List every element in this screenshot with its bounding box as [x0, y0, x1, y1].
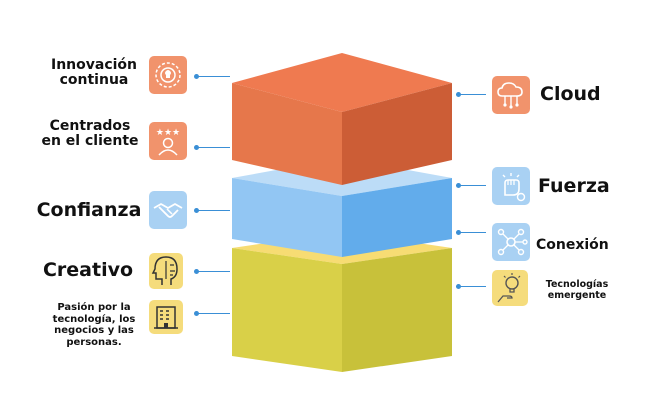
label-confianza: Confianza — [36, 199, 142, 221]
handshake-icon — [149, 191, 187, 229]
connector-dot — [194, 74, 199, 79]
connector-dot — [194, 145, 199, 150]
connector-dot — [456, 230, 461, 235]
connector-creativo — [196, 271, 230, 272]
connector-pasion — [196, 313, 230, 314]
label-conexion: Conexión — [536, 237, 609, 253]
svg-text:★★★: ★★★ — [156, 128, 180, 138]
label-tecnologias: Tecnologías emergente — [545, 279, 609, 301]
connector-dot — [456, 92, 461, 97]
fist-gear-icon — [492, 167, 530, 205]
orange-block-front — [232, 83, 342, 185]
connector-dot — [456, 183, 461, 188]
connector-confianza — [196, 210, 230, 211]
yellow-block-side — [342, 248, 452, 372]
connector-innovacion — [196, 76, 230, 77]
label-pasion: Pasión por la tecnología, los negocios y… — [52, 302, 136, 348]
connector-dot — [194, 311, 199, 316]
label-innovacion: Innovación continua — [50, 57, 138, 88]
label-cloud: Cloud — [540, 83, 601, 105]
lightbulb-hand-icon — [492, 270, 528, 306]
connector-conexion — [456, 232, 486, 233]
blue-block-front — [232, 178, 342, 257]
blue-block-side — [342, 178, 452, 257]
orange-block-top — [232, 53, 452, 112]
connector-cloud — [456, 94, 486, 95]
customer-stars-icon: ★★★ — [149, 122, 187, 160]
label-fuerza: Fuerza — [538, 175, 610, 197]
cloud-network-icon — [492, 76, 530, 114]
connector-dot — [456, 284, 461, 289]
connector-fuerza — [456, 185, 486, 186]
creative-head-icon — [149, 253, 183, 289]
building-icon — [149, 300, 183, 334]
connector-dot — [194, 269, 199, 274]
orange-block-side — [342, 83, 452, 185]
label-creativo: Creativo — [42, 259, 134, 281]
yellow-block-front — [232, 248, 342, 372]
label-centrados: Centrados en el cliente — [41, 118, 139, 149]
connector-dot — [194, 208, 199, 213]
brain-gear-icon — [149, 56, 187, 94]
connector-tecnologias — [456, 286, 486, 287]
network-nodes-icon — [492, 223, 530, 261]
connector-centrados — [196, 147, 230, 148]
